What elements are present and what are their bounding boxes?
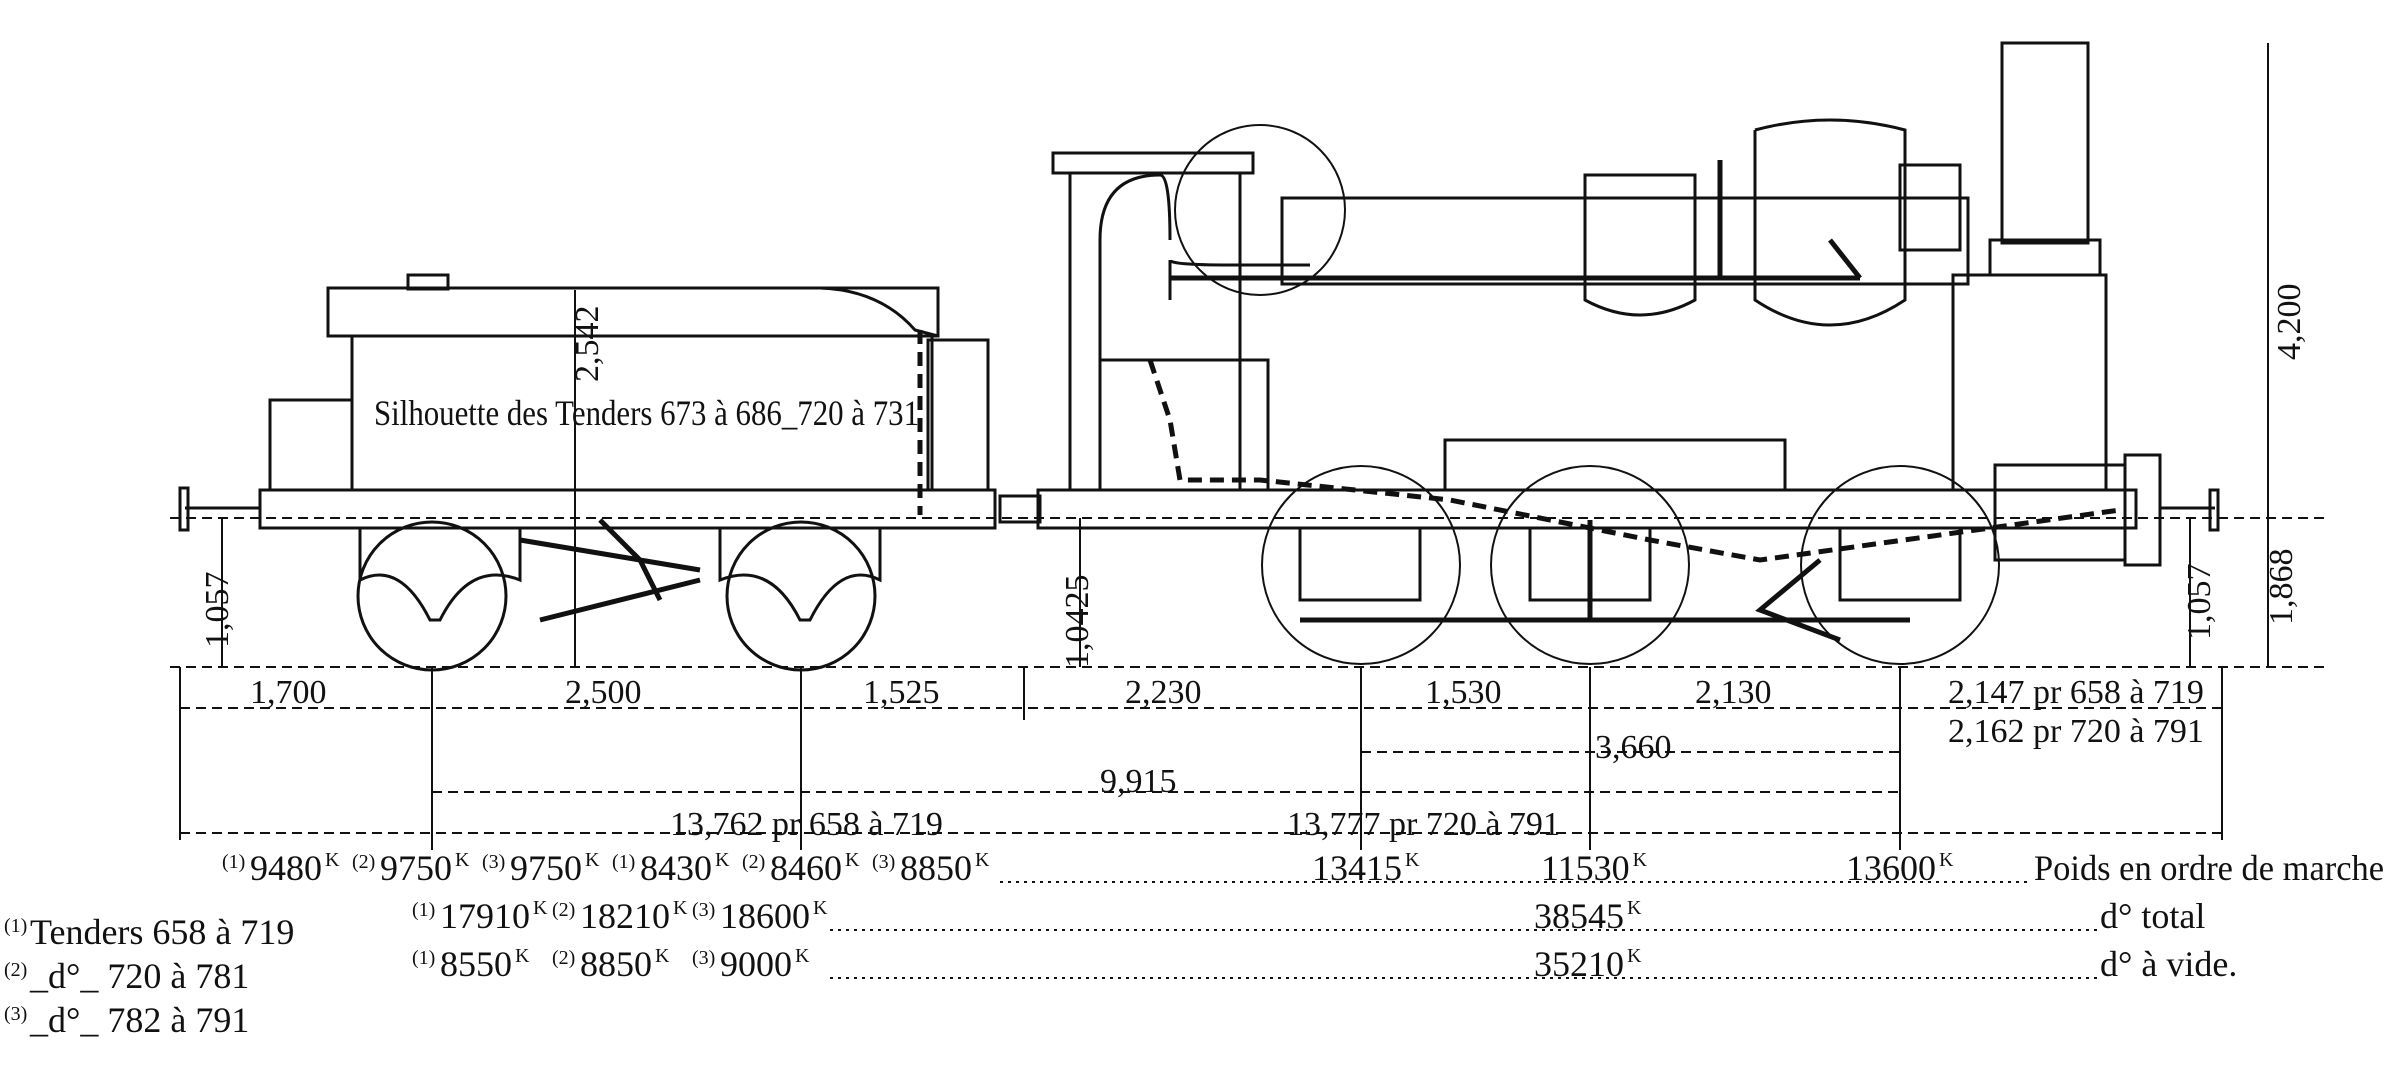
weight-unit: K: [515, 945, 530, 967]
weight-unit: K: [655, 945, 670, 967]
dim-length-a: 13,762 pr 658 à 719: [670, 806, 943, 843]
dimension-lines: [179, 667, 2223, 850]
tender-wheel: [725, 520, 877, 672]
dim-wheelbase-total: 9,915: [1100, 763, 1177, 800]
weight-unit: K: [813, 897, 828, 919]
weight-mark: (1): [222, 851, 245, 873]
height-tender: 2,542: [569, 306, 606, 383]
weight-value: 18600: [720, 896, 810, 936]
locomotive: [998, 41, 2220, 665]
dim-overhang-b: 2,162 pr 720 à 791: [1948, 713, 2204, 750]
weight-unit: K: [1627, 897, 1642, 919]
tender: [178, 273, 997, 672]
weight-value: 9750: [510, 848, 582, 888]
legend-mark: (1): [4, 915, 27, 937]
tender-label: Silhouette des Tenders 673 à 686_720 à 7…: [374, 393, 919, 433]
height-tender-buffer: 1,057: [199, 572, 236, 649]
weight-value: 8460: [770, 848, 842, 888]
weight-value: 13600: [1846, 848, 1936, 888]
weight-value: 13415: [1312, 848, 1402, 888]
weight-mark: (1): [612, 851, 635, 873]
weight-mark: (2): [552, 899, 575, 921]
dim-1530: 1,530: [1425, 674, 1502, 711]
chimney: [2000, 41, 2090, 245]
weight-value: 9480: [250, 848, 322, 888]
legend-item: _d°_ 720 à 781: [29, 956, 249, 996]
weight-mark: (3): [692, 947, 715, 969]
height-drawbar: 1,0425: [1059, 575, 1096, 669]
driving-wheel: [1800, 465, 2000, 665]
height-loco-buffer: 1,057: [2181, 564, 2218, 641]
weight-mark: (3): [872, 851, 895, 873]
weight-value: 18210: [580, 896, 670, 936]
weight-unit: K: [1633, 849, 1648, 871]
weight-unit: K: [795, 945, 810, 967]
weight-value: 8850: [580, 944, 652, 984]
weight-value: 9000: [720, 944, 792, 984]
legend: (1)Tenders 658 à 719(2)_d°_ 720 à 781(3)…: [4, 912, 294, 1040]
legend-mark: (3): [4, 1003, 27, 1025]
weight-unit: K: [1405, 849, 1420, 871]
dim-overhang-a: 2,147 pr 658 à 719: [1948, 674, 2204, 711]
weights-total-label: d° total: [2100, 896, 2205, 936]
weights-empty-label: d° à vide.: [2100, 944, 2237, 984]
height-loco: 4,200: [2271, 284, 2308, 361]
weight-mark: (2): [352, 851, 375, 873]
dim-1525: 1,525: [863, 674, 940, 711]
weight-mark: (3): [482, 851, 505, 873]
legend-item: Tenders 658 à 719: [30, 912, 294, 952]
driving-wheel: [1261, 465, 1461, 665]
weight-unit: K: [585, 849, 600, 871]
weight-unit: K: [455, 849, 470, 871]
weight-value: 11530: [1541, 848, 1630, 888]
weight-value: 8850: [900, 848, 972, 888]
weight-unit: K: [325, 849, 340, 871]
dim-length-b: 13,777 pr 720 à 791: [1287, 806, 1560, 843]
weights-running-label: Poids en ordre de marche: [2034, 848, 2384, 888]
weight-value: 8430: [640, 848, 712, 888]
weight-unit: K: [1627, 945, 1642, 967]
weight-unit: K: [1939, 849, 1954, 871]
weight-unit: K: [533, 897, 548, 919]
dim-2230: 2,230: [1125, 674, 1202, 711]
weight-mark: (1): [412, 899, 435, 921]
weight-unit: K: [845, 849, 860, 871]
dim-wheelbase-loco: 3,660: [1595, 729, 1672, 766]
tender-wheel: [356, 520, 508, 672]
weight-value: 35210: [1534, 944, 1624, 984]
weight-unit: K: [975, 849, 990, 871]
weight-unit: K: [715, 849, 730, 871]
weight-value: 17910: [440, 896, 530, 936]
weight-value: 8550: [440, 944, 512, 984]
weight-mark: (1): [412, 947, 435, 969]
weight-value: 9750: [380, 848, 452, 888]
dim-2130: 2,130: [1695, 674, 1772, 711]
driving-wheel: [1490, 465, 1690, 665]
legend-item: _d°_ 782 à 791: [29, 1000, 249, 1040]
weight-mark: (2): [742, 851, 765, 873]
height-boiler-axis: 1,868: [2263, 549, 2300, 626]
legend-mark: (2): [4, 959, 27, 981]
dim-1700: 1,700: [250, 674, 327, 711]
dim-2500: 2,500: [565, 674, 642, 711]
weight-mark: (3): [692, 899, 715, 921]
weight-value: 38545: [1534, 896, 1624, 936]
weight-mark: (2): [552, 947, 575, 969]
smokebox: [1951, 273, 2108, 492]
weight-unit: K: [673, 897, 688, 919]
